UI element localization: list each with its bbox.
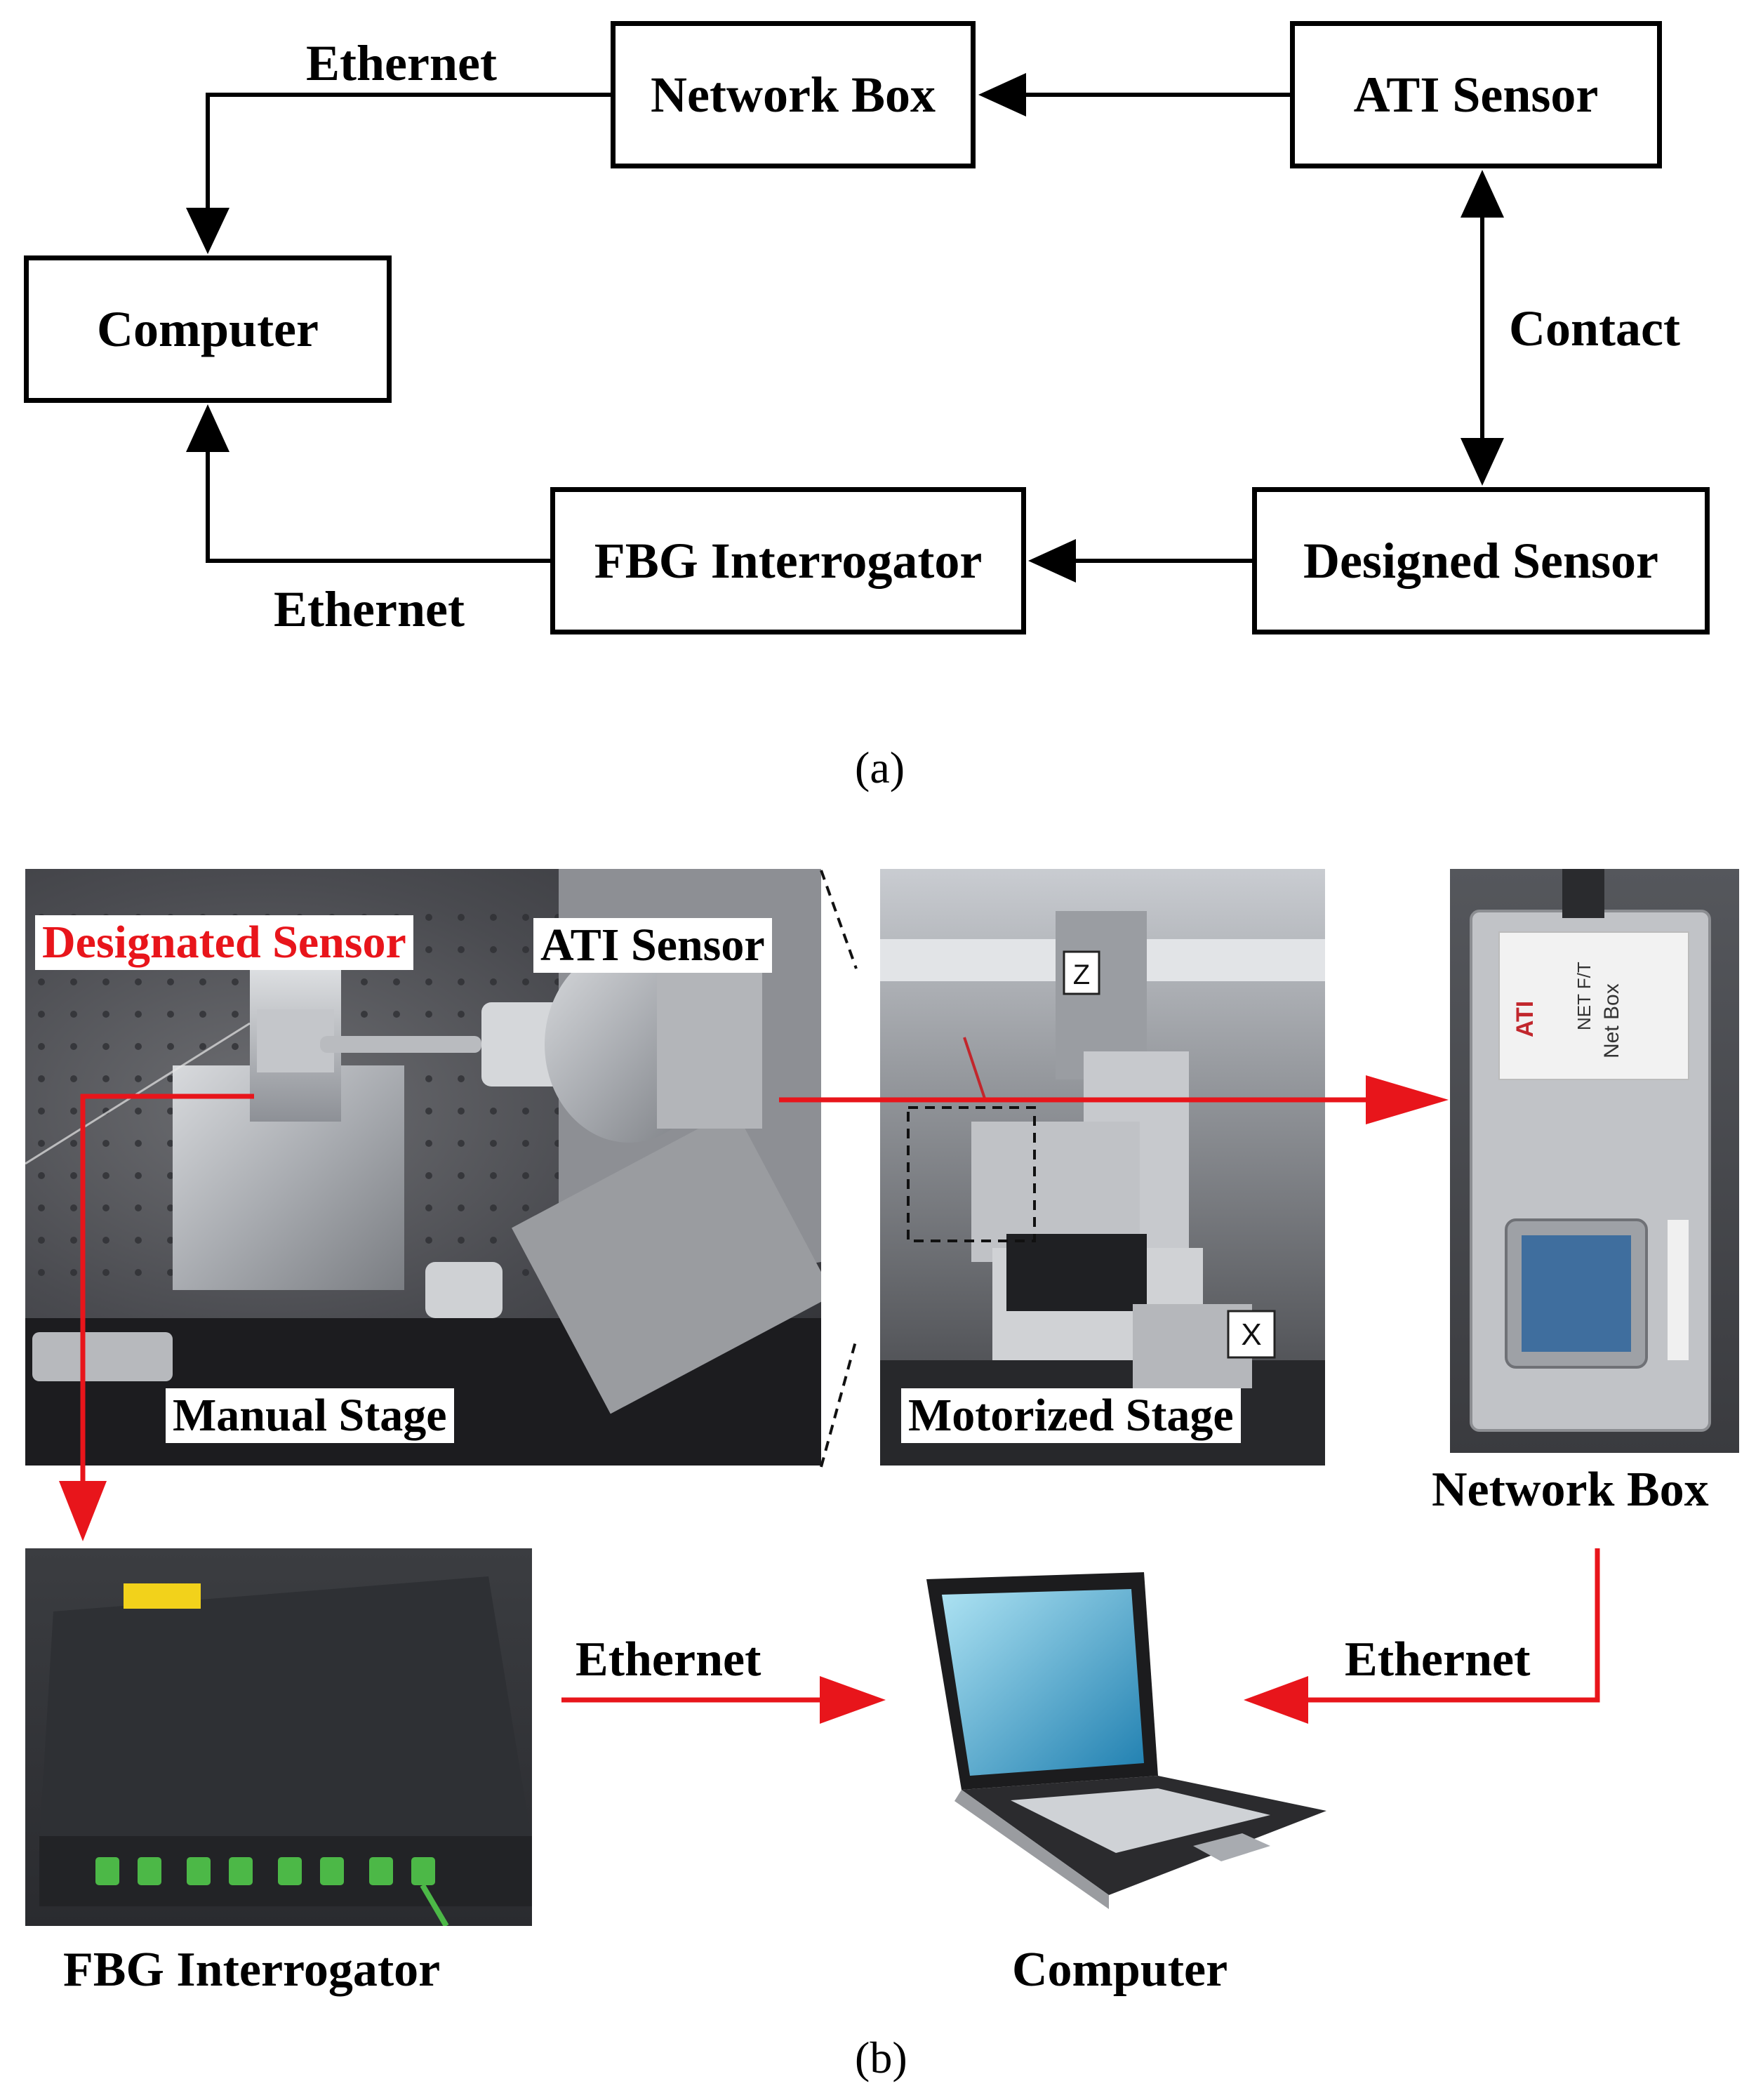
sensor-to-fbg-arrow-line <box>80 1094 254 1488</box>
probe-shaft <box>320 1036 481 1053</box>
xy-stage-top <box>1006 1234 1147 1311</box>
fiber <box>25 1022 251 1165</box>
x-plate <box>1227 1310 1276 1359</box>
contact-arrowhead-down <box>1461 438 1504 486</box>
network-to-computer-arrowhead-red <box>1244 1676 1308 1724</box>
micrometer <box>32 1332 173 1381</box>
fbg-interrogator-block: FBG Interrogator <box>550 487 1026 634</box>
motorized-stage-tag: Motorized Stage <box>901 1388 1241 1443</box>
sensor-to-fbg-arrowhead-red <box>59 1481 107 1541</box>
net-ft-text: NET F/T <box>1574 962 1595 1030</box>
designed-sensor-block: Designed Sensor <box>1252 487 1710 634</box>
ati-sensor-collar <box>657 960 762 1129</box>
network-box-photo: ATI Net Box NET F/T <box>1450 869 1739 1453</box>
designed-to-fbg-arrowhead <box>1028 539 1076 583</box>
zoom-line-top <box>820 870 858 969</box>
sensor-setup-photo: Designated Sensor ATI Sensor Manual Stag… <box>25 869 821 1466</box>
ati-to-network-arrowhead <box>978 73 1026 117</box>
laptop-edge <box>954 1790 1109 1909</box>
zoom-box <box>907 1106 1036 1242</box>
network-box-caption: Network Box <box>1432 1463 1709 1517</box>
panel-a-connectors <box>186 73 1504 583</box>
connector <box>1562 869 1604 918</box>
product-label <box>1498 931 1689 1080</box>
contact-label: Contact <box>1509 300 1680 357</box>
fbg-interrogator-label: FBG Interrogator <box>594 532 983 589</box>
computer-block: Computer <box>24 255 392 403</box>
fbg-to-computer-arrowhead <box>186 404 229 452</box>
red-wire <box>963 1037 987 1101</box>
fbg-interrogator-caption: FBG Interrogator <box>63 1943 441 1997</box>
caption-a: (a) <box>855 743 905 792</box>
knob <box>425 1262 503 1318</box>
ati-sensor-tag: ATI Sensor <box>533 918 772 973</box>
contact-arrowhead-up <box>1461 170 1504 218</box>
caption-b: (b) <box>855 2033 907 2082</box>
ethernet-top-label: Ethernet <box>306 35 497 91</box>
net-box-text: Net Box <box>1600 983 1623 1058</box>
network-box-label: Network Box <box>651 66 936 123</box>
fiber-ports <box>95 1857 435 1885</box>
circuit-board <box>1522 1235 1631 1352</box>
interrogator-top <box>39 1576 532 1843</box>
ethernet-bottom-label: Ethernet <box>274 581 465 637</box>
network-box-illustration: ATI Net Box NET F/T <box>1470 869 1711 1432</box>
fbg-to-computer-line <box>206 442 550 563</box>
ethernet-right-label: Ethernet <box>1345 1633 1531 1687</box>
network-to-computer-arrow-line <box>1308 1548 1600 1703</box>
designed-sensor-label: Designed Sensor <box>1303 532 1659 589</box>
designated-sensor-tag: Designated Sensor <box>35 915 413 970</box>
ati-sensor-block: ATI Sensor <box>1290 21 1662 168</box>
fbg-interrogator-photo <box>25 1548 532 1926</box>
manual-stage-tag: Manual Stage <box>166 1388 454 1443</box>
sensor-setup-illustration <box>25 869 821 1466</box>
network-box-block: Network Box <box>611 21 976 168</box>
status-leds <box>1668 1220 1689 1360</box>
network-to-computer-arrowhead <box>186 208 229 254</box>
patch-fiber <box>420 1883 449 1926</box>
ati-sensor-label: ATI Sensor <box>1353 66 1599 123</box>
computer-caption: Computer <box>1012 1943 1228 1997</box>
fbg-to-computer-arrowhead-red <box>820 1676 886 1724</box>
z-plate-label: Z <box>1073 959 1090 990</box>
fbg-interrogator-illustration <box>39 1576 532 1926</box>
motorized-stage-photo: Z X Motorized Stage <box>880 869 1325 1466</box>
laptop-touchpad <box>1193 1833 1270 1861</box>
mounting-rail <box>512 1109 821 1414</box>
laptop-screen <box>942 1589 1144 1776</box>
warning-label <box>124 1583 201 1609</box>
z-plate <box>1063 950 1100 995</box>
x-plate-label: X <box>1241 1317 1261 1352</box>
zoom-line-bottom <box>820 1338 858 1468</box>
ati-to-network-arrowhead-red <box>1366 1075 1449 1124</box>
computer-label: Computer <box>97 300 319 357</box>
laptop-keyboard <box>1011 1788 1270 1853</box>
ati-logo-text: ATI <box>1512 1001 1538 1037</box>
ethernet-left-label: Ethernet <box>576 1633 761 1687</box>
laptop-illustration <box>877 1558 1383 1923</box>
network-to-computer-line <box>206 93 611 219</box>
